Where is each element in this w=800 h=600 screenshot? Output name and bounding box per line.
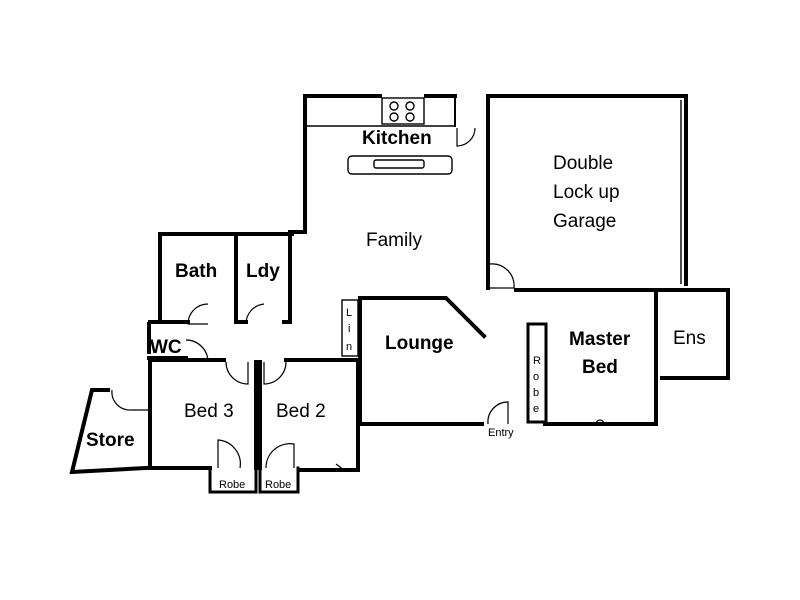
label-linen-1: L [346,307,352,319]
label-master-2: Bed [582,357,618,378]
label-bed3: Bed 3 [184,401,234,422]
label-laundry: Ldy [246,261,280,282]
sink [347,155,453,175]
label-garage-3: Garage [553,211,616,232]
label-master-1: Master [569,329,631,350]
label-linen-3: n [346,341,352,353]
label-kitchen: Kitchen [362,128,432,149]
master-robe [526,322,548,424]
label-bed2: Bed 2 [276,401,326,422]
linen-cupboard [341,299,359,357]
label-master-robe-2: o [533,371,539,383]
label-family: Family [366,230,422,251]
label-bath: Bath [175,261,217,282]
walls [69,94,730,494]
label-master-robe-3: b [533,387,539,399]
label-garage-2: Lock up [553,182,620,203]
label-robe-bed2: Robe [265,479,291,491]
label-entry: Entry [488,427,514,439]
label-lounge: Lounge [385,333,454,354]
label-robe-bed3: Robe [219,479,245,491]
label-store: Store [86,430,135,451]
cooktop [381,97,425,125]
doors [111,127,605,471]
label-master-robe-4: e [533,403,539,415]
label-ensuite: Ens [673,328,706,349]
label-master-robe-1: R [533,355,541,367]
label-garage-1: Double [553,153,613,174]
label-linen-2: i [348,323,350,335]
label-wc: WC [150,337,182,358]
